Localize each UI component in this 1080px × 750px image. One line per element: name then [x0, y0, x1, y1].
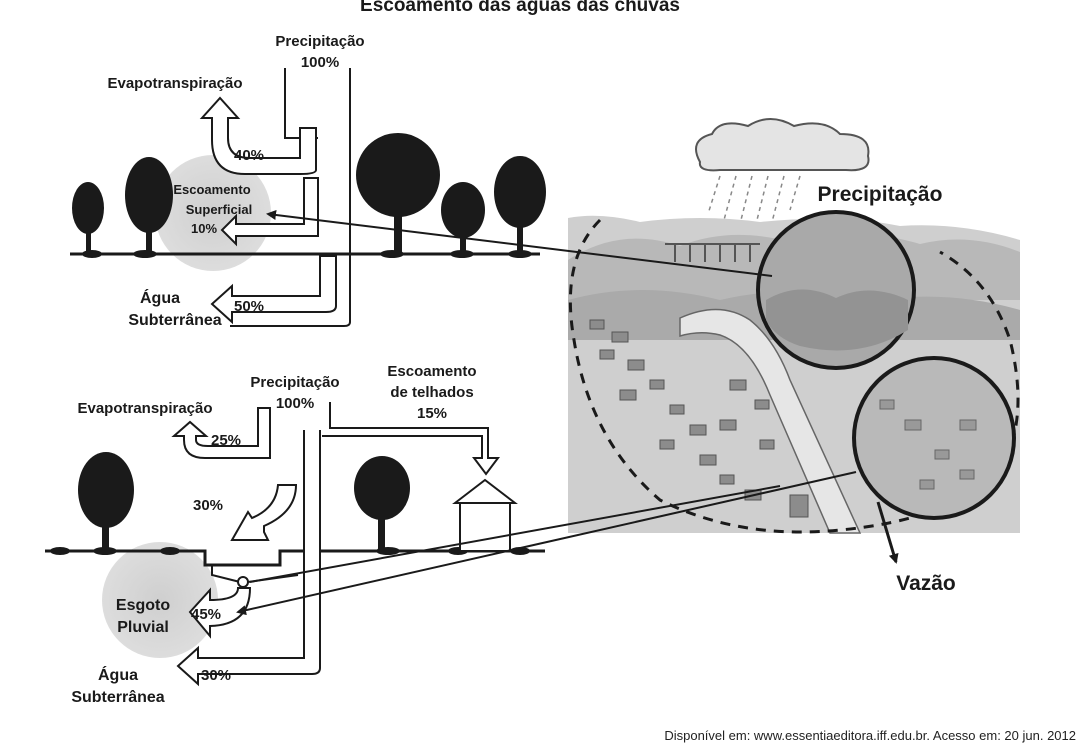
discharge-zoom-circle: [852, 356, 1016, 520]
bottom-evapotranspiration-label: Evapotranspiração: [77, 400, 212, 417]
tree-icon: [356, 133, 440, 254]
pointer-storm-sewer-2: [249, 485, 781, 583]
tree-icon: [441, 182, 485, 254]
top-groundwater-label-line2: Subterrânea: [128, 312, 221, 329]
storm-sewer-value: 45%: [191, 606, 221, 623]
rain-streaks: [707, 175, 801, 225]
tree-icon: [494, 156, 546, 254]
top-precipitation-value: 100%: [301, 54, 339, 71]
top-groundwater-label-line1: Água: [140, 288, 180, 307]
roof-runoff-label-line2: de telhados: [390, 384, 473, 401]
watershed-boundary: [568, 218, 1020, 534]
bottom-precipitation-label: Precipitação: [250, 374, 339, 391]
landscape-precipitation-label: Precipitação: [818, 183, 943, 206]
bridge: [665, 243, 760, 262]
bottom-panel: Evapotranspiração 25% Precipitação 100% …: [45, 363, 545, 706]
surface-runoff-arrow: [220, 177, 319, 247]
bottom-groundwater-label-line1: Água: [98, 665, 138, 684]
tree-icon: [78, 452, 134, 551]
cloud-icon: [695, 118, 870, 172]
bottom-groundwater-value: 30%: [201, 667, 231, 684]
storm-sewer-highlight: [102, 542, 218, 658]
tree-icon: [125, 157, 173, 254]
storm-drain-pipe: [211, 565, 299, 583]
storm-sewer-label-line1: Esgoto: [116, 597, 170, 614]
surface-runoff-label-line2: Superficial: [186, 202, 252, 217]
surface-runoff-highlight: [155, 155, 271, 271]
source-caption: Disponível em: www.essentiaeditora.iff.e…: [664, 728, 1076, 743]
top-precipitation-label: Precipitação: [275, 33, 364, 50]
evapotranspiration-arrow: [199, 96, 317, 175]
bottom-precipitation-value: 100%: [276, 395, 314, 412]
infiltration-arrow: [230, 484, 298, 541]
top-panel: Precipitação 100% Evapotranspiração 40% …: [70, 33, 546, 329]
landscape-illustration: Precipitação Vazão: [236, 118, 1020, 616]
tree-icon: [72, 182, 104, 254]
storm-sewer-label-line2: Pluvial: [117, 619, 169, 636]
surface-runoff-label-line1: Escoamento: [173, 182, 250, 197]
bottom-precipitation-arrow: [176, 430, 321, 687]
roof-runoff-arrow: [322, 402, 500, 476]
tree-icon: [354, 456, 410, 551]
top-groundwater-value: 50%: [234, 298, 264, 315]
discharge-arrow: [876, 501, 899, 564]
pointer-storm-sewer: [236, 471, 857, 616]
discharge-label: Vazão: [896, 572, 956, 595]
roof-runoff-label-line1: Escoamento: [387, 363, 476, 380]
top-evapotranspiration-value: 40%: [234, 147, 264, 164]
bottom-groundwater-label-line2: Subterrânea: [71, 689, 164, 706]
river-channel: [679, 308, 862, 534]
top-evapotranspiration-label: Evapotranspiração: [107, 75, 242, 92]
diagram-title: Escoamento das águas das chuvas: [360, 0, 680, 16]
groundwater-arrow: [210, 255, 337, 325]
infiltration-value: 30%: [193, 497, 223, 514]
surface-runoff-value: 10%: [191, 221, 217, 236]
bottom-evapotranspiration-value: 25%: [211, 432, 241, 449]
roof-runoff-value: 15%: [417, 405, 447, 422]
pointer-surface-runoff: [266, 210, 773, 277]
bottom-evapotranspiration-arrow: [171, 407, 271, 459]
